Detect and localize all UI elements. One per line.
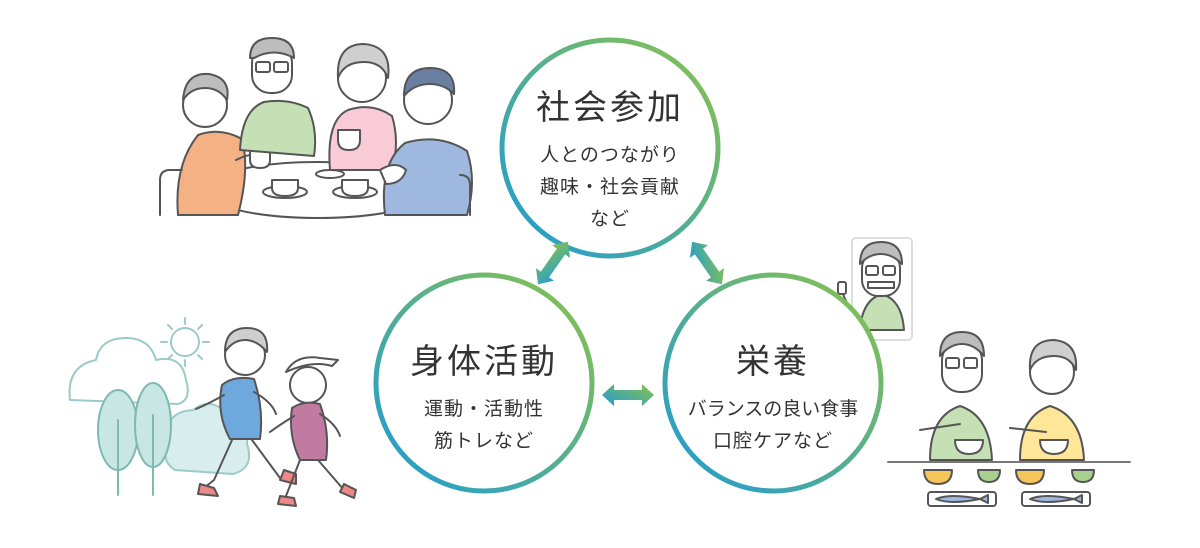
node-line: など [589,208,630,230]
physical-activity-circle [373,272,595,494]
node-line: 運動・活動性 [423,398,544,420]
node-line: 人とのつながり [540,144,680,166]
physical-activity-text: 身体活動 運動・活動性 筋トレなど [384,334,584,457]
node-title: 身体活動 [410,342,558,382]
arrow-social-physical [535,241,571,285]
nutrition-text: 栄養 バランスの良い食事 口腔ケアなど [663,334,883,457]
social-participation-circle [499,37,721,259]
couple-meal-illustration [887,331,1131,507]
arrow-social-nutrition [689,241,725,285]
node-title: 栄養 [736,342,810,382]
node-line: 口腔ケアなど [712,430,833,452]
toothbrush-man-illustration [837,237,913,341]
node-line: バランスの良い食事 [687,398,859,420]
group-tea-illustration [159,37,473,219]
node-line: 筋トレなど [433,430,534,452]
social-participation-text: 社会参加 人とのつながり 趣味・社会貢献 など [510,80,710,235]
arrow-physical-nutrition [602,384,654,406]
nutrition-circle [662,272,884,494]
node-title: 社会参加 [536,88,684,128]
node-line: 趣味・社会貢献 [539,176,680,198]
jogging-couple-illustration [68,317,357,507]
